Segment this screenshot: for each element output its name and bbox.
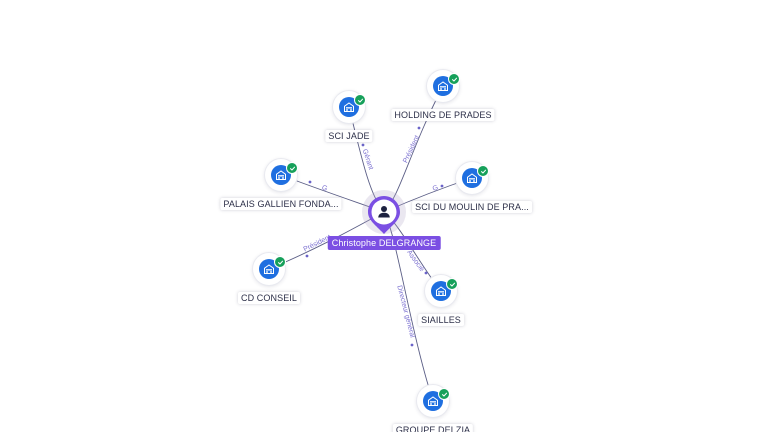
relation-arrow-cd-conseil bbox=[305, 254, 309, 258]
user-icon bbox=[368, 196, 400, 234]
verified-check-icon bbox=[446, 278, 458, 290]
company-label[interactable]: PALAIS GALLIEN FONDA... bbox=[220, 198, 342, 210]
relation-arrow-palais-gallien bbox=[308, 180, 312, 184]
company-label[interactable]: SIAILLES bbox=[418, 314, 464, 326]
verified-check-icon bbox=[274, 256, 286, 268]
relation-arrow-groupe-delzia bbox=[410, 343, 414, 347]
verified-check-icon bbox=[286, 162, 298, 174]
relation-arrow-holding-de-prades bbox=[417, 126, 421, 130]
verified-check-icon bbox=[477, 165, 489, 177]
person-name-label: Christophe DELGRANGE bbox=[327, 236, 441, 250]
relation-label-holding-de-prades: Président bbox=[402, 134, 421, 164]
verified-check-icon bbox=[448, 73, 460, 85]
company-label[interactable]: SCI DU MOULIN DE PRA... bbox=[412, 201, 532, 213]
relation-arrow-siailles bbox=[424, 271, 428, 275]
company-label[interactable]: SCI JADE bbox=[325, 130, 373, 142]
company-label[interactable]: HOLDING DE PRADES bbox=[391, 109, 495, 121]
company-label[interactable]: CD CONSEIL bbox=[237, 292, 301, 304]
relation-arrow-sci-du-moulin bbox=[440, 184, 444, 188]
relation-label-siailles: Associé bbox=[405, 249, 425, 273]
relation-label-sci-jade: Gérant bbox=[361, 148, 374, 171]
relation-arrow-sci-jade bbox=[361, 143, 365, 147]
verified-check-icon bbox=[354, 94, 366, 106]
company-label[interactable]: GROUPE DELZIA bbox=[392, 424, 474, 432]
relation-label-sci-du-moulin: G bbox=[432, 184, 440, 192]
verified-check-icon bbox=[438, 388, 450, 400]
relation-label-palais-gallien: G bbox=[321, 184, 329, 192]
